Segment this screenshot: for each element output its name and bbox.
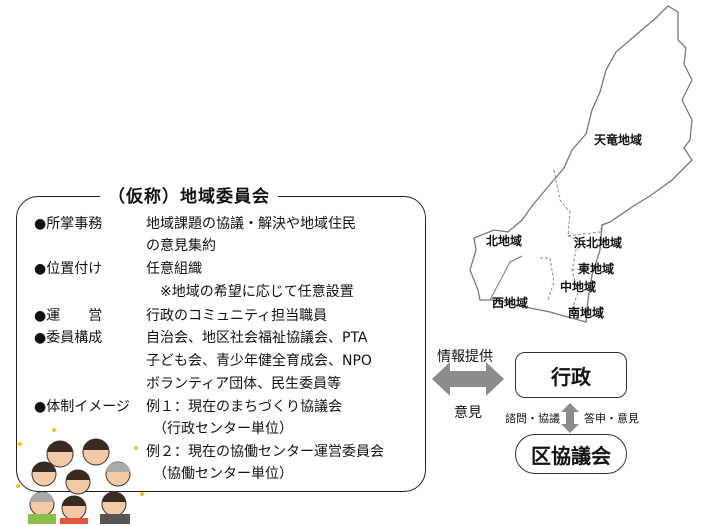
row-label-structure: ●体制イメージ — [34, 399, 130, 415]
row-value-members-3: ボランティア団体、民生委員等 — [146, 376, 342, 392]
map-label-naka: 中地域 — [560, 280, 597, 294]
gyosei-box: 行政 — [515, 352, 627, 398]
row-value-structure-2: （行政センター単位） — [146, 421, 293, 437]
opinion-label: 意見 — [454, 405, 482, 421]
map-label-minami: 南地域 — [568, 306, 605, 320]
response-label: 答申・意見 — [584, 412, 639, 425]
people-illustration-icon — [16, 428, 144, 524]
map-label-higashi: 東地域 — [578, 262, 615, 276]
row-value-position-1: 任意組織 — [146, 261, 202, 277]
map-label-kita: 北地域 — [486, 234, 523, 248]
double-arrow-vertical-icon — [561, 403, 579, 433]
region-map — [469, 5, 693, 323]
row-value-position-2: ※地域の希望に応じて任意設置 — [146, 284, 354, 300]
consult-label: 諮問・協議 — [505, 412, 560, 425]
map-label-nishi: 西地域 — [492, 296, 529, 310]
double-arrow-horizontal-icon — [432, 362, 504, 396]
ku-council-box: 区協議会 — [515, 434, 627, 474]
row-label-operation: ●運 営 — [34, 308, 103, 324]
info-provision-label: 情報提供 — [437, 349, 493, 365]
row-value-duties-2: の意見集約 — [146, 238, 216, 254]
row-label-members: ●委員構成 — [34, 330, 103, 346]
row-value-operation: 行政のコミュニティ担当職員 — [146, 308, 328, 324]
row-label-duties: ●所掌事務 — [34, 216, 103, 232]
committee-title: （仮称）地域委員会 — [100, 182, 278, 207]
row-value-structure-4: （協働センター単位） — [146, 466, 293, 482]
row-value-structure-1: 例１：現在のまちづくり協議会 — [146, 399, 342, 415]
row-label-position: ●位置付け — [34, 261, 103, 277]
row-value-structure-3: 例２：現在の協働センター運営委員会 — [146, 444, 384, 460]
row-value-duties-1: 地域課題の協議・解決や地域住民 — [146, 216, 356, 232]
row-value-members-1: 自治会、地区社会福祉協議会、PTA — [146, 330, 368, 346]
map-label-hamakita: 浜北地域 — [574, 236, 623, 250]
map-label-tenryu: 天竜地域 — [594, 133, 643, 147]
row-value-members-2: 子ども会、青少年健全育成会、NPO — [146, 353, 372, 369]
